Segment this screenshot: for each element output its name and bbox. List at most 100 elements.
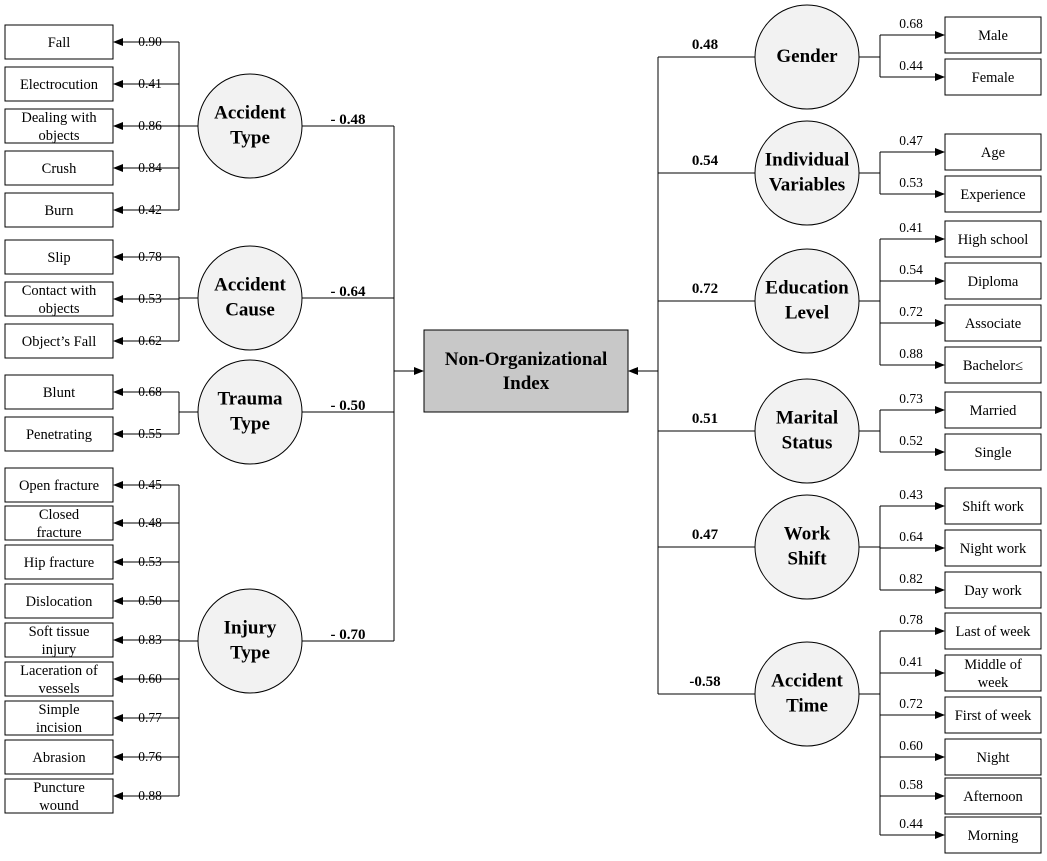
- indicator-label: Dislocation: [26, 594, 94, 610]
- loading-value: 0.64: [899, 529, 923, 544]
- indicator-label: Associate: [965, 316, 1021, 332]
- loading-value: 0.52: [899, 433, 923, 448]
- loading-value: 0.43: [899, 487, 923, 502]
- loading-value: 0.53: [138, 291, 162, 306]
- indicator-label-line: Simple: [38, 702, 79, 718]
- factor-label-line: Education: [765, 278, 849, 299]
- indicator-label-line: Burn: [45, 203, 75, 219]
- indicator-box: [4, 239, 114, 275]
- indicator-label: Diploma: [968, 274, 1019, 290]
- indicator-box: [944, 220, 1042, 258]
- loading-value: 0.60: [899, 738, 923, 753]
- indicator-label-line: Penetrating: [26, 427, 92, 443]
- indicator-label-line: Night: [976, 750, 1009, 766]
- indicator-label: Object’s Fall: [22, 334, 97, 350]
- indicator-label: Open fracture: [19, 478, 99, 494]
- center-index-label-line: Non-Organizational: [445, 349, 608, 370]
- loading-value: 0.47: [899, 133, 923, 148]
- factor-circle: [197, 73, 303, 179]
- indicator-box: [4, 778, 114, 814]
- indicator-label-line: objects: [38, 301, 79, 317]
- loading-value: 0.86: [138, 118, 162, 133]
- loading-value: 0.53: [138, 554, 162, 569]
- indicator-label-line: Diploma: [968, 274, 1019, 290]
- indicator-box: [4, 661, 114, 697]
- indicator-label-line: Night work: [960, 541, 1027, 557]
- factor-label-line: Work: [784, 524, 831, 545]
- indicator-box: [4, 24, 114, 60]
- indicator-label-line: High school: [958, 232, 1028, 248]
- indicator-box: [4, 150, 114, 186]
- factor-label: Gender: [776, 46, 838, 67]
- indicator-box: [944, 487, 1042, 525]
- indicator-label-line: Blunt: [43, 385, 75, 401]
- indicator-label-line: Open fracture: [19, 478, 99, 494]
- factor-circle: [754, 120, 860, 226]
- indicator-label-line: Electrocution: [20, 77, 99, 93]
- loading-value: 0.42: [138, 202, 162, 217]
- indicator-label-line: injury: [42, 642, 77, 658]
- factor-circle: [754, 248, 860, 354]
- indicator-box: [944, 58, 1042, 96]
- loading-value: 0.78: [899, 612, 923, 627]
- indicator-box: [944, 433, 1042, 471]
- indicator-box: [4, 739, 114, 775]
- indicator-label: Male: [978, 28, 1008, 44]
- loading-value: 0.88: [138, 788, 162, 803]
- factor-label-line: Time: [786, 696, 828, 717]
- center-index-label-line: Index: [503, 373, 550, 394]
- indicator-label-line: Single: [974, 445, 1011, 461]
- indicator-label-line: Experience: [960, 187, 1025, 203]
- loading-value: 0.73: [899, 391, 923, 406]
- indicator-label: Electrocution: [20, 77, 99, 93]
- path-coefficient: - 0.64: [331, 284, 366, 300]
- indicator-box: [944, 612, 1042, 650]
- indicator-label: Abrasion: [32, 750, 86, 766]
- indicator-label: Shift work: [962, 499, 1024, 515]
- indicator-box: [944, 175, 1042, 213]
- indicator-label: Slip: [47, 250, 70, 266]
- loading-value: 0.54: [899, 262, 923, 277]
- indicator-label-line: Puncture: [33, 780, 85, 796]
- indicator-box: [944, 777, 1042, 815]
- indicator-label: Age: [981, 145, 1005, 161]
- loading-value: 0.58: [899, 777, 923, 792]
- indicator-label-line: Afternoon: [963, 789, 1023, 805]
- indicator-label-line: Hip fracture: [24, 555, 94, 571]
- factor-circle: [754, 641, 860, 747]
- loading-value: 0.72: [899, 304, 923, 319]
- loading-value: 0.77: [138, 710, 162, 725]
- indicator-label-line: Laceration of: [20, 663, 98, 679]
- factor-label-line: Individual: [765, 150, 850, 171]
- loading-value: 0.44: [899, 816, 923, 831]
- factor-label-line: Accident: [214, 103, 286, 124]
- indicator-label-line: wound: [39, 798, 79, 814]
- loading-value: 0.60: [138, 671, 162, 686]
- loading-value: 0.41: [899, 220, 923, 235]
- indicator-box: [944, 654, 1042, 692]
- indicator-label-line: Shift work: [962, 499, 1024, 515]
- loading-value: 0.72: [899, 696, 923, 711]
- indicator-label: Experience: [960, 187, 1025, 203]
- factor-label-line: Accident: [214, 275, 286, 296]
- indicator-label-line: Abrasion: [32, 750, 86, 766]
- indicator-label-line: First of week: [955, 708, 1032, 724]
- loading-value: 0.45: [138, 477, 162, 492]
- indicator-label: Crush: [42, 161, 77, 177]
- factor-label-line: Trauma: [217, 389, 283, 410]
- indicator-label: First of week: [955, 708, 1032, 724]
- indicator-box: [4, 66, 114, 102]
- indicator-label: Female: [972, 70, 1015, 86]
- path-coefficient: 0.48: [692, 37, 718, 53]
